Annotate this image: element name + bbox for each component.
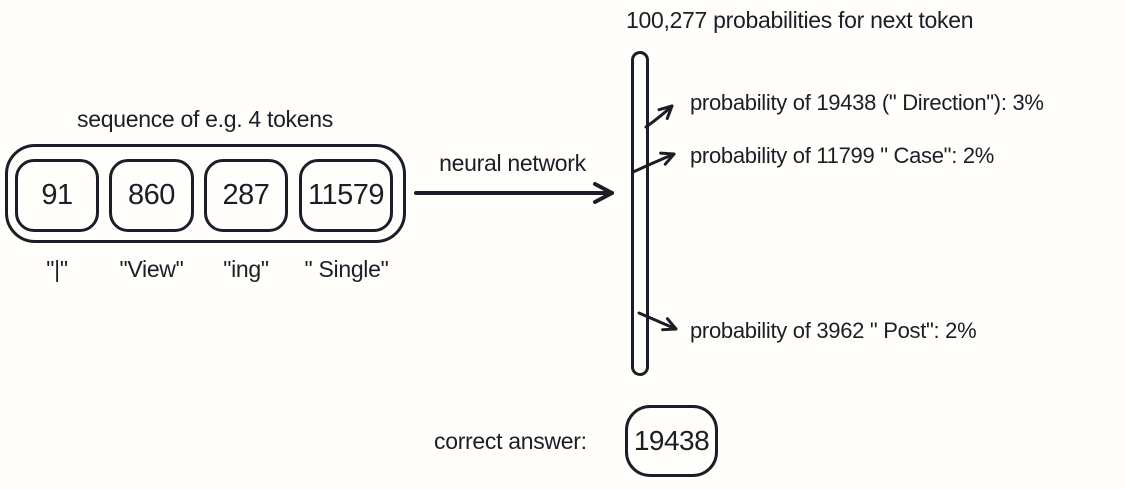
token-text-ing: "ing" <box>223 256 269 282</box>
probability-callout-post: probability of 3962 " Post": 2% <box>690 318 977 343</box>
token-box-287: 287 <box>204 159 288 232</box>
token-id: 91 <box>41 179 73 211</box>
correct-answer-label: correct answer: <box>434 428 587 454</box>
token-text-view: "View" <box>119 256 184 282</box>
token-box-860: 860 <box>109 159 194 232</box>
probability-callout-case: probability of 11799 " Case": 2% <box>690 143 995 168</box>
token-id: 287 <box>222 179 270 211</box>
correct-answer-box: 19438 <box>625 405 718 477</box>
token-text-single: " Single" <box>304 256 389 282</box>
probability-arrow-direction <box>644 104 674 129</box>
neural-network-label: neural network <box>439 150 586 176</box>
sequence-title: sequence of e.g. 4 tokens <box>77 106 333 132</box>
probability-distribution-bar <box>631 51 649 376</box>
output-title: 100,277 probabilities for next token <box>626 7 974 33</box>
token-sequence-container <box>5 144 406 243</box>
token-id: 860 <box>128 179 175 211</box>
probability-callout-direction: probability of 19438 (" Direction"): 3% <box>690 90 1044 115</box>
token-box-11579: 11579 <box>299 159 393 232</box>
token-box-91: 91 <box>15 159 99 232</box>
token-id: 11579 <box>308 179 385 211</box>
correct-answer-value: 19438 <box>633 425 710 456</box>
token-text-pipe: "|" <box>46 256 68 282</box>
